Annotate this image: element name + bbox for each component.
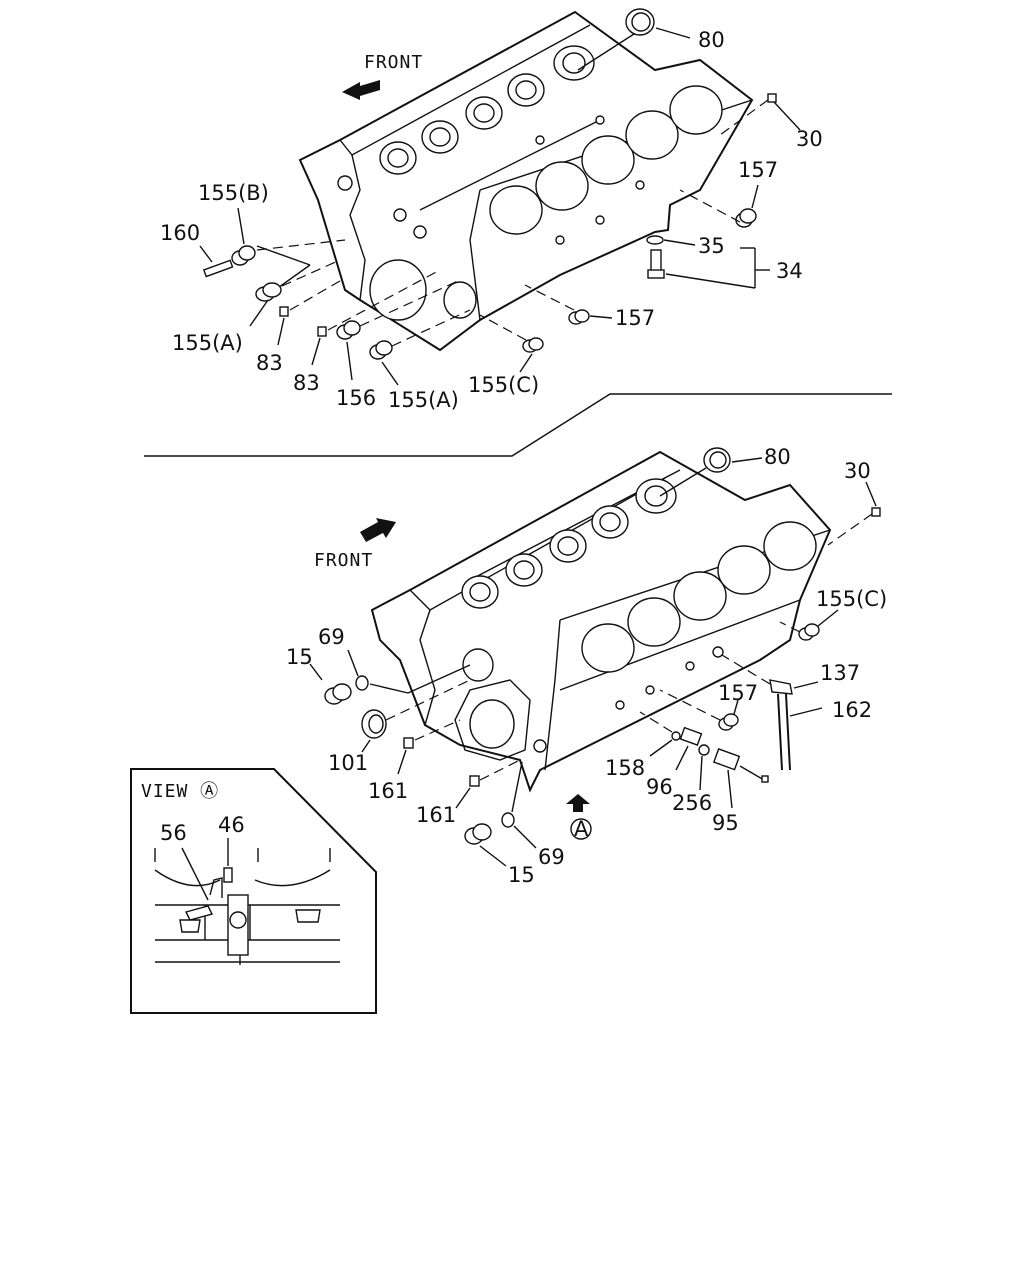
callout-80: 80 — [698, 28, 725, 52]
callout-156: 156 — [336, 386, 376, 410]
callout-69: 69 — [538, 845, 565, 869]
callout-160: 160 — [160, 221, 200, 245]
callout-137: 137 — [820, 661, 860, 685]
upper-callouts: 80 30 157 35 34 157 155(B) 160 155(A) 83… — [160, 28, 823, 412]
view-a-indicator: A — [566, 794, 592, 841]
callout-155c: 155(C) — [468, 373, 539, 397]
callout-95: 95 — [712, 811, 739, 835]
callout-30: 30 — [844, 459, 871, 483]
front-label: FRONT — [314, 550, 373, 571]
callout-158: 158 — [605, 756, 645, 780]
callout-162: 162 — [832, 698, 872, 722]
front-arrow-icon — [360, 518, 396, 542]
view-a-inset: VIEW Ⓐ 56 46 — [130, 768, 377, 1014]
upper-engine-block — [298, 10, 754, 352]
lower-parts — [309, 447, 881, 867]
callout-256: 256 — [672, 791, 712, 815]
callout-155b: 155(B) — [198, 181, 269, 205]
lower-cylinder-bores — [581, 521, 817, 673]
view-arrow-icon — [566, 794, 590, 812]
lower-callouts: 80 30 155(C) 137 162 157 69 15 101 161 1… — [286, 445, 887, 887]
callout-157: 157 — [615, 306, 655, 330]
section-divider — [144, 393, 892, 457]
upper-cam-bores — [379, 45, 595, 175]
callout-155a: 155(A) — [172, 331, 243, 355]
callout-83: 83 — [293, 371, 320, 395]
callout-15: 15 — [508, 863, 535, 887]
inset-title: VIEW Ⓐ — [141, 781, 219, 802]
callout-35: 35 — [698, 234, 725, 258]
upper-front-indicator: FRONT — [342, 52, 423, 100]
front-arrow-icon — [342, 80, 380, 100]
callout-157: 157 — [738, 158, 778, 182]
front-label: FRONT — [364, 52, 423, 73]
callout-96: 96 — [646, 775, 673, 799]
callout-155a: 155(A) — [388, 388, 459, 412]
callout-80: 80 — [764, 445, 791, 469]
callout-157: 157 — [718, 681, 758, 705]
callout-56: 56 — [160, 821, 187, 845]
callout-34: 34 — [776, 259, 803, 283]
lower-front-indicator: FRONT — [314, 518, 396, 571]
callout-161: 161 — [416, 803, 456, 827]
callout-155c: 155(C) — [816, 587, 887, 611]
callout-69: 69 — [318, 625, 345, 649]
callout-101: 101 — [328, 751, 368, 775]
lower-engine-block — [370, 450, 832, 793]
upper-cylinder-bores — [489, 85, 723, 235]
lower-cam-bores — [461, 478, 677, 609]
callout-161: 161 — [368, 779, 408, 803]
callout-83: 83 — [256, 351, 283, 375]
callout-46: 46 — [218, 813, 245, 837]
view-a-marker: A — [574, 817, 589, 841]
callout-15: 15 — [286, 645, 313, 669]
callout-30: 30 — [796, 127, 823, 151]
upper-parts — [199, 8, 801, 386]
